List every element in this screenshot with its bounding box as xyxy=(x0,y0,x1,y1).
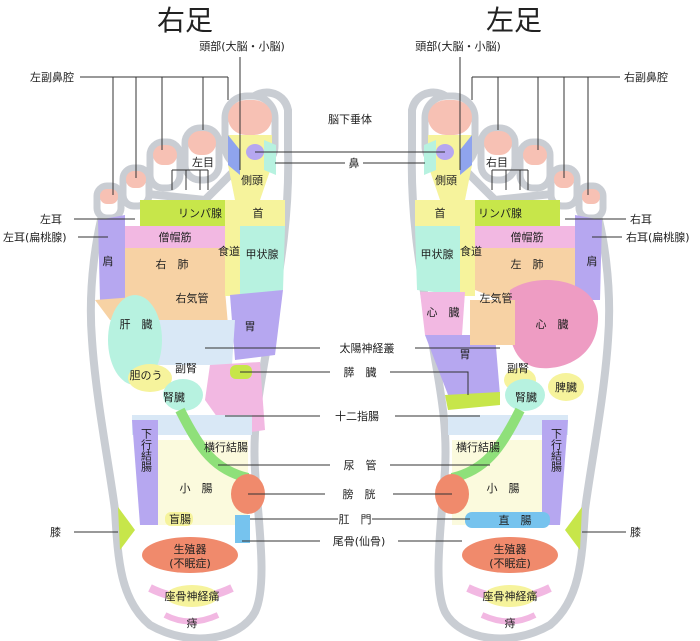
left-trapezius: 僧帽筋 xyxy=(511,230,544,244)
right-liver-zone xyxy=(108,295,162,385)
callout-left-knee: 膝 xyxy=(50,526,61,539)
callout-bladder: 膀 胱 xyxy=(343,487,376,501)
left-descending-colon: 下行結腸 xyxy=(550,428,563,473)
right-lymph: リンパ腺 xyxy=(178,206,222,220)
right-neck: 首 xyxy=(253,206,264,220)
left-heart-small: 心 臓 xyxy=(427,306,460,319)
right-small-intestine: 小 腸 xyxy=(180,482,213,495)
callout-right-tonsil: 右耳(扁桃腺) xyxy=(626,230,690,244)
right-stomach: 胃 xyxy=(245,320,256,333)
left-foot: 側頭 首 リンパ腺 僧帽筋 肩 左 肺 食道 甲状腺 左気管 心 臓 心 臓 胃… xyxy=(407,88,614,641)
callouts: 頭部(大脳・小脳) 左副鼻腔 左目 左耳 左耳(扁桃腺) 膝 頭部(大脳・小脳)… xyxy=(3,39,690,548)
callout-left-eye: 左目 xyxy=(192,156,214,169)
right-lung: 右 肺 xyxy=(156,257,189,271)
left-spleen: 脾臓 xyxy=(555,380,577,394)
left-heart: 心 臓 xyxy=(536,318,569,331)
title-left-foot: 左足 xyxy=(486,4,542,37)
callout-left-ear: 左耳 xyxy=(40,213,62,226)
right-bronchus: 右気管 xyxy=(176,291,209,305)
right-descending-colon: 下行結腸 xyxy=(140,428,153,473)
right-genital: 生殖器 xyxy=(174,542,207,556)
left-shoulder: 肩 xyxy=(587,254,598,268)
callout-nose: 鼻 xyxy=(349,156,360,170)
left-insomnia: (不眠症) xyxy=(489,556,531,570)
callout-left-tonsil: 左耳(扁桃腺) xyxy=(3,230,67,244)
left-lung: 左 肺 xyxy=(511,258,544,271)
right-hemorrhoid: 痔 xyxy=(187,616,198,630)
left-bronchus: 左気管 xyxy=(480,291,513,305)
right-esophagus: 食道 xyxy=(218,244,240,258)
callout-pituitary: 脳下垂体 xyxy=(328,112,372,126)
callout-ureter: 尿 管 xyxy=(344,458,377,472)
callout-right-sinus: 右副鼻腔 xyxy=(624,70,668,84)
left-lymph: リンパ腺 xyxy=(478,206,522,220)
callout-pancreas: 膵 臓 xyxy=(344,366,377,379)
right-cecum: 盲腸 xyxy=(169,512,191,526)
right-trapezius: 僧帽筋 xyxy=(159,230,192,244)
callout-right-head: 頭部(大脳・小脳) xyxy=(415,39,501,53)
right-adrenal: 副腎 xyxy=(175,362,197,375)
left-esophagus: 食道 xyxy=(460,244,482,258)
right-foot: 側頭 首 リンパ腺 僧帽筋 肩 右 肺 食道 甲状腺 右気管 肝 臓 胃 胆のう… xyxy=(86,88,293,641)
right-thyroid: 甲状腺 xyxy=(246,247,279,261)
left-neck: 首 xyxy=(435,206,446,220)
left-sciatica: 座骨神経痛 xyxy=(483,589,538,603)
right-liver: 肝 臓 xyxy=(120,318,153,331)
left-kidney: 腎臓 xyxy=(515,391,537,404)
callout-duodenum: 十二指腸 xyxy=(335,409,379,423)
callout-right-eye: 右目 xyxy=(486,155,508,169)
left-small-intestine: 小 腸 xyxy=(487,482,520,495)
left-transverse-colon: 横行結腸 xyxy=(456,440,500,454)
callout-left-sinus: 左副鼻腔 xyxy=(30,70,74,84)
left-hemorrhoid: 痔 xyxy=(505,616,516,630)
left-adrenal: 副腎 xyxy=(507,362,529,375)
callout-anus: 肛 門 xyxy=(339,513,372,526)
callout-coccyx: 尾骨(仙骨) xyxy=(333,535,386,548)
callout-left-head: 頭部(大脳・小脳) xyxy=(199,39,285,53)
callout-right-knee: 膝 xyxy=(630,526,641,539)
right-shoulder: 肩 xyxy=(103,254,114,268)
right-sciatica: 座骨神経痛 xyxy=(165,589,220,603)
title-right-foot: 右足 xyxy=(157,4,213,37)
right-side-head: 側頭 xyxy=(241,174,263,187)
left-genital: 生殖器 xyxy=(494,542,527,556)
right-insomnia: (不眠症) xyxy=(169,556,211,570)
callout-right-ear: 右耳 xyxy=(630,212,652,226)
left-rectum: 直 腸 xyxy=(499,513,532,527)
right-gallbladder: 胆のう xyxy=(130,369,163,382)
callout-solar-plexus: 太陽神経叢 xyxy=(340,341,395,355)
left-stomach: 胃 xyxy=(460,348,471,361)
left-side-head: 側頭 xyxy=(435,174,457,187)
right-kidney: 腎臓 xyxy=(163,391,185,404)
left-thyroid: 甲状腺 xyxy=(421,247,454,261)
leader-lines xyxy=(74,57,626,542)
right-transverse-colon: 横行結腸 xyxy=(204,440,248,454)
